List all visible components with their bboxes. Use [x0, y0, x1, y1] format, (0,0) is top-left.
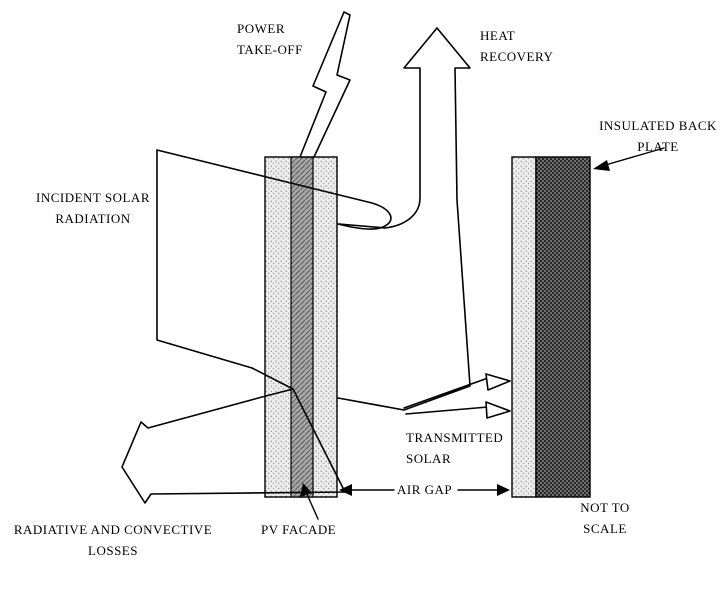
label-heat-recovery: HEAT RECOVERY: [480, 25, 553, 67]
air-gap-arrowhead-left: [339, 484, 352, 496]
losses-arrow: [121, 367, 346, 504]
label-line: TAKE-OFF: [237, 42, 303, 57]
pv-layer-rect: [290, 156, 314, 498]
back-plate-insulation-rect: [535, 156, 591, 498]
label-line: HEAT: [480, 28, 516, 43]
transmitted-arrowhead-upper: [485, 373, 511, 391]
label-transmitted-solar: TRANSMITTED SOLAR: [406, 427, 503, 469]
label-line: RADIATIVE AND CONVECTIVE: [13, 522, 213, 537]
label-not-to-scale: NOT TO SCALE: [560, 497, 650, 539]
pv-facade-pointer-arrow: [305, 491, 319, 520]
label-line: INSULATED BACK: [599, 118, 717, 133]
label-line: TRANSMITTED: [406, 430, 504, 445]
label-line: SCALE: [583, 521, 627, 536]
label-line: RECOVERY: [480, 49, 554, 64]
label-line: RADIATION: [55, 211, 131, 226]
label-line: SOLAR: [406, 451, 452, 466]
arrow-linework: [121, 11, 665, 520]
label-line: NOT TO: [580, 500, 630, 515]
back-plate-pointer-arrow: [601, 147, 665, 167]
label-pv-facade: PV FACADE: [261, 519, 336, 540]
label-radiative-losses: RADIATIVE AND CONVECTIVE LOSSES: [4, 519, 222, 561]
pv-facade: [264, 156, 338, 498]
label-incident-solar: INCIDENT SOLAR RADIATION: [29, 187, 157, 229]
back-plate-inner-rect: [511, 156, 537, 498]
label-line: POWER: [237, 21, 285, 36]
power-takeoff-bolt: [299, 11, 351, 158]
label-line: PLATE: [637, 139, 679, 154]
incident-solar-arrow: [156, 149, 392, 369]
label-line: AIR GAP: [397, 482, 453, 497]
label-line: PV FACADE: [261, 522, 337, 537]
label-insulated-back-plate: INSULATED BACK PLATE: [593, 115, 723, 157]
back-plate-pointer-arrowhead: [593, 160, 610, 171]
label-line: INCIDENT SOLAR: [35, 190, 150, 205]
back-plate: [511, 156, 591, 498]
heat-recovery-arrow: [338, 27, 471, 387]
air-gap-arrowhead-right: [497, 484, 510, 496]
pv-facade-pointer-arrowhead: [300, 483, 312, 497]
label-line: LOSSES: [88, 543, 138, 558]
label-air-gap: AIR GAP: [397, 479, 452, 500]
transmitted-arrowhead-lower: [485, 401, 511, 419]
label-power-takeoff: POWER TAKE-OFF: [237, 18, 303, 60]
transmitted-solar-arrows: [337, 377, 489, 415]
